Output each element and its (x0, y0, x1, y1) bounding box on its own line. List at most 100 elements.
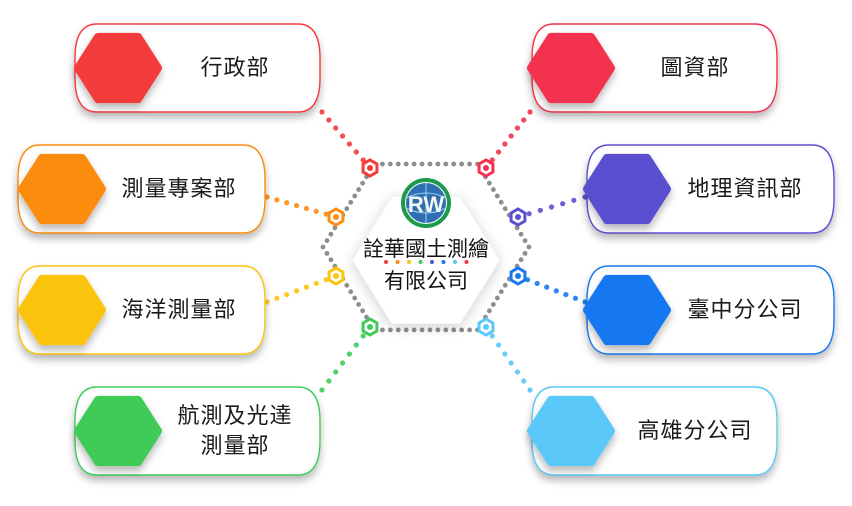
ring-dot (435, 327, 441, 333)
ring-dot (324, 250, 330, 256)
ring-dot (380, 161, 385, 167)
ring-dot (427, 327, 433, 333)
ring-dot (348, 199, 354, 205)
ring-marker-center (483, 165, 489, 171)
ring-dot (498, 199, 504, 205)
name-dot (418, 260, 423, 264)
ring-dot (403, 327, 409, 333)
department-hexagon (583, 153, 671, 225)
ring-dot (490, 302, 496, 307)
connector-dot (571, 197, 577, 203)
ring-dot (380, 327, 385, 333)
name-dot (430, 260, 434, 264)
dept-label-aerial-lidar-line1: 航測及光達 (177, 404, 293, 429)
company-name-line2: 有限公司 (384, 269, 468, 293)
ring-dot (320, 244, 326, 250)
ring-dot (395, 161, 401, 167)
logo-text: RW (408, 192, 444, 217)
dept-label-maps-data: 圖資部 (660, 56, 730, 81)
connector-dot (514, 125, 521, 131)
connector-dot (526, 211, 532, 217)
connector-dot (346, 141, 353, 147)
connector-dot (489, 333, 495, 339)
connector-dot (560, 201, 566, 207)
connector-dot (508, 133, 514, 139)
connector-dot (274, 197, 280, 203)
connector-dot (303, 205, 310, 212)
ring-dot (419, 161, 425, 167)
connector-dot (553, 288, 559, 294)
department-hexagon (583, 274, 671, 346)
ring-dot (387, 161, 393, 167)
ring-marker-center (333, 214, 339, 220)
connector-dot (502, 351, 508, 357)
connector-dot (319, 109, 325, 115)
name-dot (384, 260, 388, 264)
ring-marker-center (367, 324, 373, 330)
ring-dot (427, 161, 433, 167)
ring-dot (352, 295, 358, 301)
connector-dot (284, 200, 290, 206)
connector-dot (544, 284, 550, 290)
connector-dot (339, 133, 346, 139)
connector-dot (339, 360, 346, 366)
connector-dot (353, 149, 359, 155)
ring-marker-center (333, 273, 339, 279)
company-name-dots (384, 260, 469, 264)
connector-dot (360, 333, 366, 339)
ring-dot (443, 161, 449, 167)
connector-dot (303, 284, 310, 290)
name-dot (407, 260, 411, 264)
ring-dot (360, 308, 366, 314)
ring-dot (451, 327, 457, 333)
ring-dot (526, 244, 532, 250)
name-dot (453, 260, 457, 264)
connector-dot (353, 342, 359, 348)
ring-dot (486, 180, 492, 186)
ring-dot (395, 327, 401, 333)
ring-marker-center (515, 273, 521, 279)
connector-dot (514, 369, 521, 375)
ring-dot (403, 161, 409, 167)
connector-dot (319, 387, 325, 393)
connector-dot (563, 291, 569, 298)
connector-dot (360, 157, 366, 163)
connector-dot (284, 291, 290, 298)
connector-dot (313, 280, 319, 287)
dept-label-gis: 地理資訊部 (687, 177, 803, 202)
department-hexagon (18, 274, 106, 346)
department-cards (17, 23, 835, 476)
dept-label-survey-projects: 測量專案部 (121, 177, 237, 202)
connector-dot (502, 141, 508, 147)
connector-dot (274, 295, 280, 301)
connector-dot (333, 125, 339, 131)
ring-dot (467, 327, 472, 333)
center-hexagon (351, 195, 501, 325)
ring-dot (419, 327, 425, 333)
ring-dot (518, 231, 524, 237)
ring-dot (522, 250, 528, 256)
ring-dot (486, 308, 492, 314)
ring-markers (327, 158, 527, 337)
ring-dot (443, 327, 449, 333)
ring-dot (502, 206, 508, 212)
connector-dot (293, 288, 300, 294)
connector-dot (527, 109, 533, 115)
connector-dot (323, 211, 329, 217)
department-hexagon (74, 32, 162, 104)
ring-dot (364, 314, 369, 320)
dept-label-kaohsiung-branch: 高雄分公司 (637, 419, 753, 444)
connector-dot (537, 207, 543, 213)
name-dot (395, 260, 400, 264)
connector-dot (534, 280, 540, 287)
company-name-line1: 詮華國土測繪 (363, 237, 489, 261)
ring-dot (518, 257, 524, 263)
connector-dot (326, 117, 332, 123)
name-dot (464, 260, 469, 264)
ring-dot (459, 327, 465, 333)
department-hexagon (18, 153, 106, 225)
ring-dot (356, 187, 362, 192)
ring-marker-center (367, 165, 373, 171)
ring-dot (411, 161, 417, 167)
